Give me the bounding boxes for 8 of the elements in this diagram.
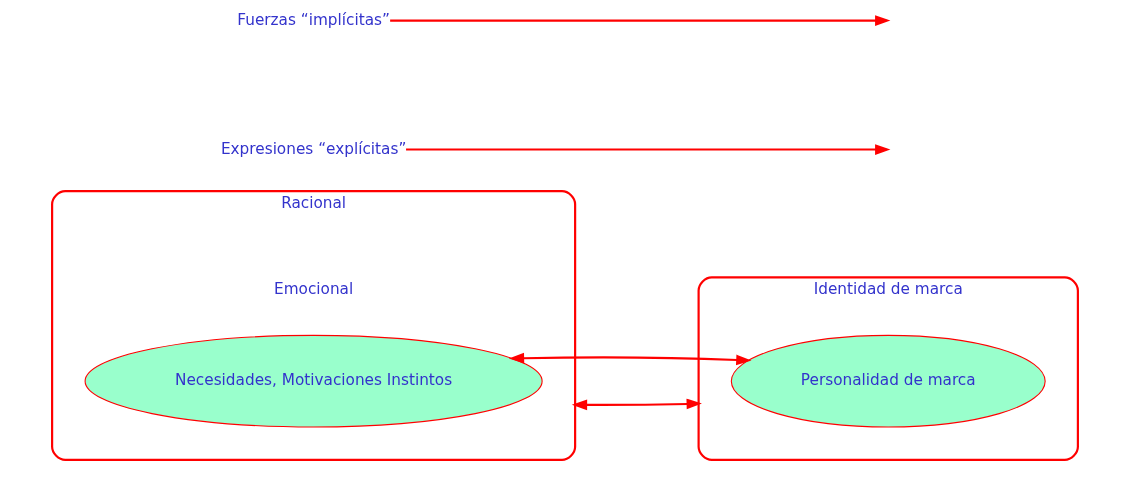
arrow bbox=[390, 15, 891, 26]
node-text: Expresiones “explícitas” bbox=[220, 139, 407, 158]
arrow bbox=[406, 144, 891, 155]
node-ellipse: Personalidad de marca bbox=[730, 334, 1046, 428]
arrow bbox=[508, 352, 752, 366]
arrow bbox=[571, 398, 702, 411]
node-text: Fuerzas “implícitas” bbox=[237, 10, 390, 29]
node-ellipse: Necesidades, Motivaciones Instintos bbox=[84, 334, 543, 428]
